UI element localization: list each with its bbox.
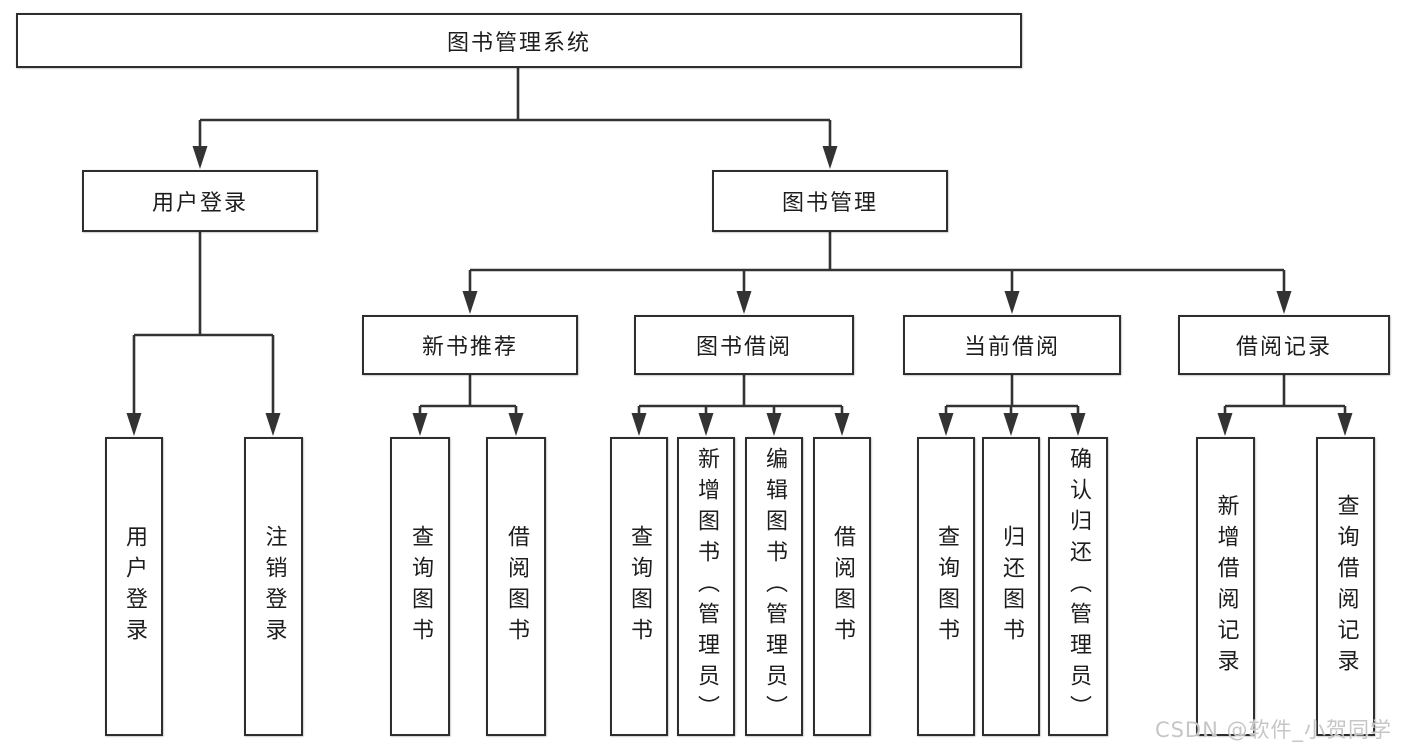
arrowhead-down-icon: [698, 413, 714, 436]
arrowhead-down-icon: [1276, 291, 1292, 314]
leaf-borrow-books: 借阅图书: [486, 437, 546, 736]
leaf-add-borrow-record: 新增借阅记录: [1196, 437, 1255, 736]
leaf-return-books: 归还图书: [982, 437, 1040, 736]
node-label: 新增借阅记录: [1213, 493, 1239, 680]
node-book-borrowing: 图书借阅: [634, 315, 854, 375]
arrowhead-down-icon: [508, 413, 524, 436]
leaf-query-books: 查询图书: [610, 437, 668, 736]
leaf-edit-books-admin: 编辑图书（管理员）: [745, 437, 803, 736]
leaf-add-books-admin: 新增图书（管理员）: [677, 437, 735, 736]
arrowhead-down-icon: [1003, 413, 1019, 436]
leaf-query-borrow-record: 查询借阅记录: [1316, 437, 1375, 736]
arrowhead-down-icon: [1070, 413, 1086, 436]
arrowhead-down-icon: [834, 413, 850, 436]
arrowhead-down-icon: [631, 413, 647, 436]
leaf-logout: 注销登录: [244, 437, 303, 736]
node-label: 当前借阅: [963, 335, 1060, 360]
node-label: 图书管理系统: [446, 30, 591, 56]
node-label: 借阅图书: [504, 524, 529, 649]
node-label: 图书借阅: [695, 335, 792, 360]
connector-path: [132, 68, 1347, 415]
leaf-query-books: 查询图书: [390, 437, 450, 736]
node-borrowing-records: 借阅记录: [1178, 315, 1390, 375]
arrowhead-down-icon: [938, 413, 954, 436]
arrowhead-down-icon: [1337, 413, 1353, 436]
node-label: 借阅图书: [830, 524, 855, 649]
node-user-login: 用户登录: [82, 170, 318, 232]
node-label: 新增图书（管理员）: [694, 447, 719, 726]
leaf-user-login: 用户登录: [105, 437, 163, 736]
node-label: 查询借阅记录: [1333, 493, 1359, 680]
arrowhead-down-icon: [822, 146, 838, 169]
arrowhead-down-icon: [766, 413, 782, 436]
arrowhead-down-icon: [1004, 291, 1020, 314]
node-label: 用户登录: [122, 524, 147, 649]
node-label: 查询图书: [934, 524, 959, 649]
node-label: 用户登录: [151, 191, 248, 216]
node-label: 编辑图书（管理员）: [762, 447, 787, 726]
node-book-management: 图书管理: [712, 170, 948, 232]
leaf-confirm-return-admin: 确认归还（管理员）: [1048, 437, 1108, 736]
arrowhead-down-icon: [126, 413, 142, 436]
node-label: 新书推荐: [421, 335, 518, 360]
node-label: 借阅记录: [1235, 335, 1332, 360]
leaf-query-books: 查询图书: [917, 437, 975, 736]
arrowhead-down-icon: [192, 146, 208, 169]
node-label: 查询图书: [627, 524, 652, 649]
watermark: CSDN @软件_小贺同学: [1154, 718, 1392, 742]
arrowhead-down-icon: [265, 413, 281, 436]
node-current-borrowing: 当前借阅: [903, 315, 1121, 375]
node-label: 注销登录: [261, 524, 287, 649]
arrowhead-down-icon: [412, 413, 428, 436]
node-label: 确认归还（管理员）: [1066, 447, 1091, 726]
arrowhead-down-icon: [736, 291, 752, 314]
node-new-book-recommendation: 新书推荐: [362, 315, 578, 375]
node-label: 归还图书: [999, 524, 1024, 649]
node-label: 查询图书: [408, 524, 433, 649]
node-library-management-system: 图书管理系统: [16, 13, 1022, 68]
leaf-borrow-books: 借阅图书: [813, 437, 871, 736]
arrowhead-down-icon: [462, 291, 478, 314]
node-label: 图书管理: [781, 191, 878, 216]
arrowhead-down-icon: [1217, 413, 1233, 436]
